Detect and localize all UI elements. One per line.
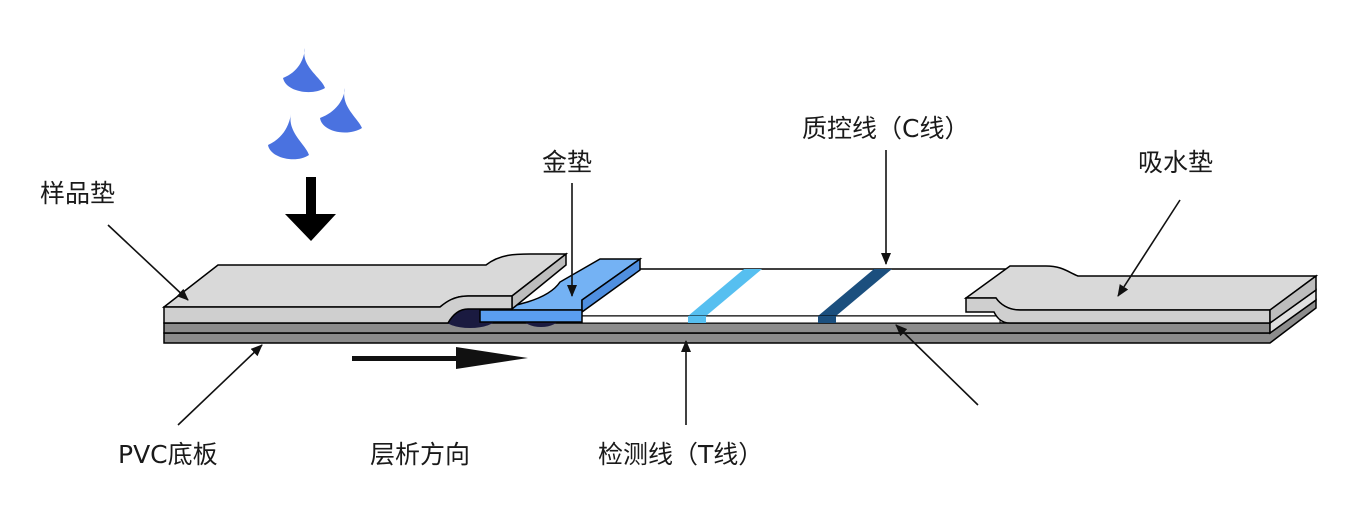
extra-leader xyxy=(895,324,979,406)
label-gold-pad: 金垫 xyxy=(542,148,593,177)
control-line-front xyxy=(818,316,836,323)
sample-pad-leader xyxy=(107,224,189,301)
absorbent-pad-leader xyxy=(1117,199,1181,297)
pvc-backing-leader xyxy=(177,344,263,426)
sample-drops xyxy=(268,48,362,160)
label-absorbent-pad: 吸水垫 xyxy=(1138,148,1214,177)
label-pvc-backing: PVC底板 xyxy=(118,440,218,469)
label-sample-pad: 样品垫 xyxy=(40,179,116,208)
sample-application-arrow xyxy=(285,177,336,241)
drop-icon xyxy=(283,48,325,93)
leader-lines xyxy=(107,150,1181,426)
pvc-backing xyxy=(163,288,1317,344)
test-line-front xyxy=(688,316,706,323)
drop-icon xyxy=(320,88,362,133)
absorbent-pad xyxy=(963,265,1319,325)
control-line-stripe xyxy=(818,269,892,316)
label-test-line: 检测线（T线） xyxy=(598,440,764,469)
label-flow-direction: 层析方向 xyxy=(370,440,471,469)
sample-pad xyxy=(161,252,569,324)
drop-icon xyxy=(268,114,309,160)
label-control-line: 质控线（C线） xyxy=(802,114,970,143)
test-line-stripe xyxy=(688,269,762,316)
flow-direction-arrow xyxy=(352,347,528,369)
